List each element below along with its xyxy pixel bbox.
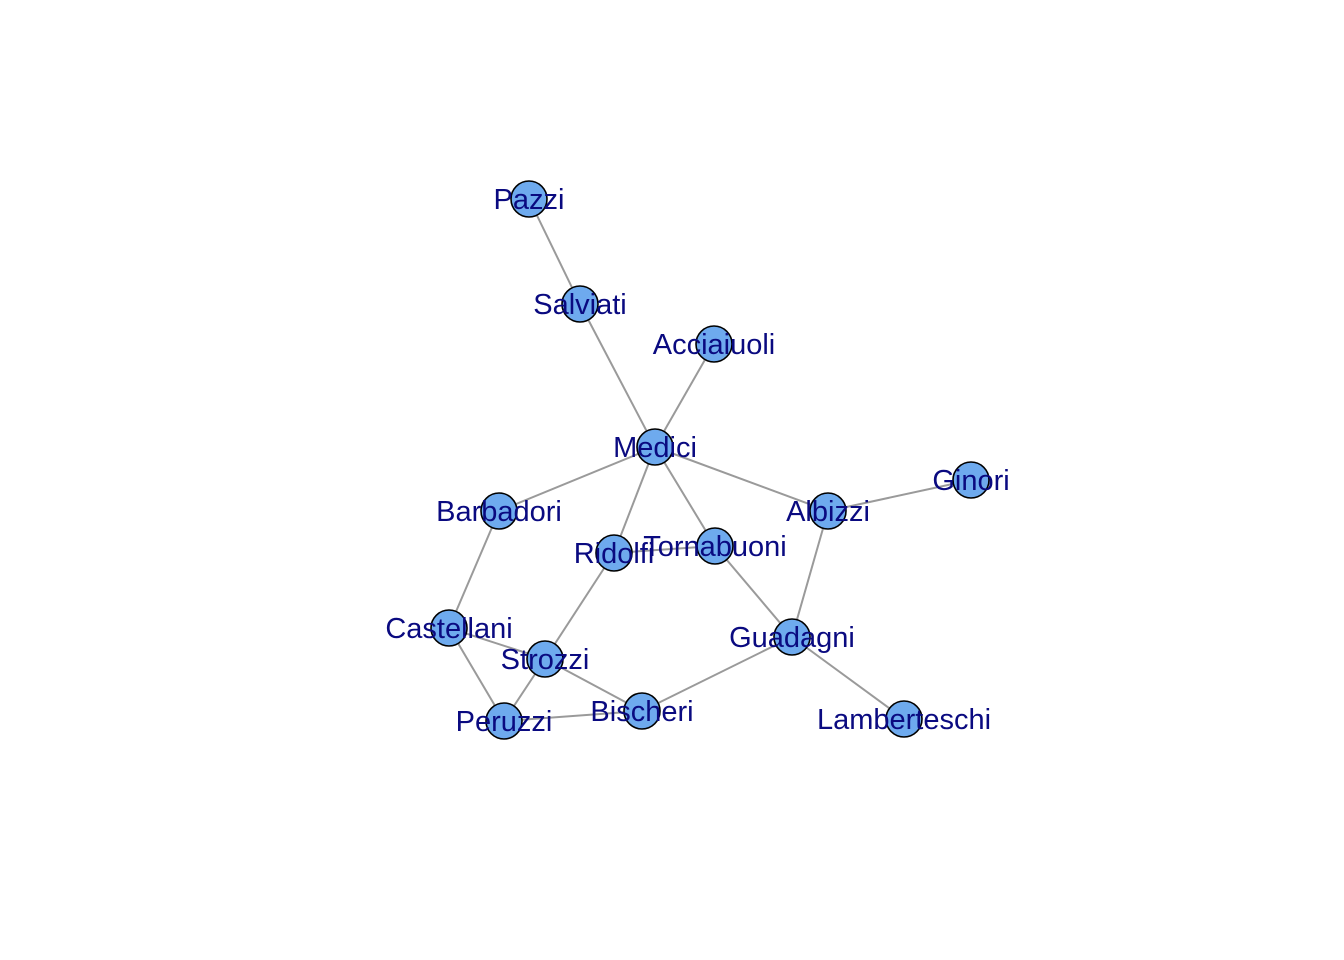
node-layer: PazziSalviatiAcciaiuoliMediciGinoriBarba… xyxy=(385,180,1010,740)
node-label-albizzi: Albizzi xyxy=(786,496,870,528)
edge-barbadori-castellani xyxy=(448,510,500,629)
node-bischeri: Bischeri xyxy=(590,692,694,730)
node-circle-bischeri xyxy=(623,692,661,730)
node-pazzi: Pazzi xyxy=(494,180,565,218)
edge-pazzi-salviati xyxy=(528,198,581,305)
edge-medici-albizzi xyxy=(654,446,829,512)
edge-peruzzi-bischeri xyxy=(503,710,643,722)
edge-ridolfi-strozzi xyxy=(544,552,615,660)
node-castellani: Castellani xyxy=(385,609,513,647)
node-circle-medici xyxy=(636,428,674,466)
node-circle-strozzi xyxy=(526,640,564,678)
node-label-pazzi: Pazzi xyxy=(494,184,565,216)
edge-medici-barbadori xyxy=(498,446,656,512)
edge-layer xyxy=(448,198,972,722)
node-label-bischeri: Bischeri xyxy=(590,696,693,728)
edge-tornabuoni-guadagni xyxy=(714,545,793,638)
node-circle-salviati xyxy=(561,285,599,323)
edge-medici-ridolfi xyxy=(613,446,656,554)
node-label-medici: Medici xyxy=(613,432,697,464)
node-peruzzi: Peruzzi xyxy=(456,702,553,740)
node-label-lamberteschi: Lamberteschi xyxy=(817,704,991,736)
node-label-peruzzi: Peruzzi xyxy=(456,706,553,738)
edge-albizzi-ginori xyxy=(827,479,972,512)
node-albizzi: Albizzi xyxy=(786,492,870,530)
edge-albizzi-guadagni xyxy=(791,510,829,638)
node-circle-ginori xyxy=(952,461,990,499)
node-circle-lamberteschi xyxy=(885,700,923,738)
node-circle-castellani xyxy=(430,609,468,647)
node-label-ginori: Ginori xyxy=(932,465,1009,497)
node-tornabuoni: Tornabuoni xyxy=(643,527,787,565)
node-label-acciaiuoli: Acciaiuoli xyxy=(653,329,776,361)
node-medici: Medici xyxy=(613,428,697,466)
node-label-guadagni: Guadagni xyxy=(729,622,855,654)
node-label-strozzi: Strozzi xyxy=(501,644,590,676)
node-circle-barbadori xyxy=(480,492,518,530)
node-label-salviati: Salviati xyxy=(533,289,627,321)
node-label-tornabuoni: Tornabuoni xyxy=(643,531,787,563)
edge-salviati-medici xyxy=(579,303,656,448)
node-salviati: Salviati xyxy=(533,285,627,323)
node-circle-guadagni xyxy=(773,618,811,656)
node-circle-pazzi xyxy=(510,180,548,218)
node-strozzi: Strozzi xyxy=(501,640,590,678)
node-circle-peruzzi xyxy=(485,702,523,740)
node-circle-acciaiuoli xyxy=(695,325,733,363)
node-label-castellani: Castellani xyxy=(385,613,512,645)
edge-guadagni-lamberteschi xyxy=(791,636,905,720)
node-barbadori: Barbadori xyxy=(436,492,562,530)
edge-medici-tornabuoni xyxy=(654,446,716,547)
node-lamberteschi: Lamberteschi xyxy=(817,700,991,738)
node-circle-ridolfi xyxy=(595,534,633,572)
node-circle-tornabuoni xyxy=(696,527,734,565)
node-label-barbadori: Barbadori xyxy=(436,496,562,528)
edge-bischeri-guadagni xyxy=(641,636,793,712)
node-ridolfi: Ridolfi xyxy=(574,534,655,572)
node-guadagni: Guadagni xyxy=(729,618,855,656)
node-ginori: Ginori xyxy=(932,461,1010,499)
edge-acciaiuoli-medici xyxy=(654,343,715,448)
node-circle-albizzi xyxy=(809,492,847,530)
node-label-ridolfi: Ridolfi xyxy=(574,538,655,570)
node-acciaiuoli: Acciaiuoli xyxy=(653,325,776,363)
